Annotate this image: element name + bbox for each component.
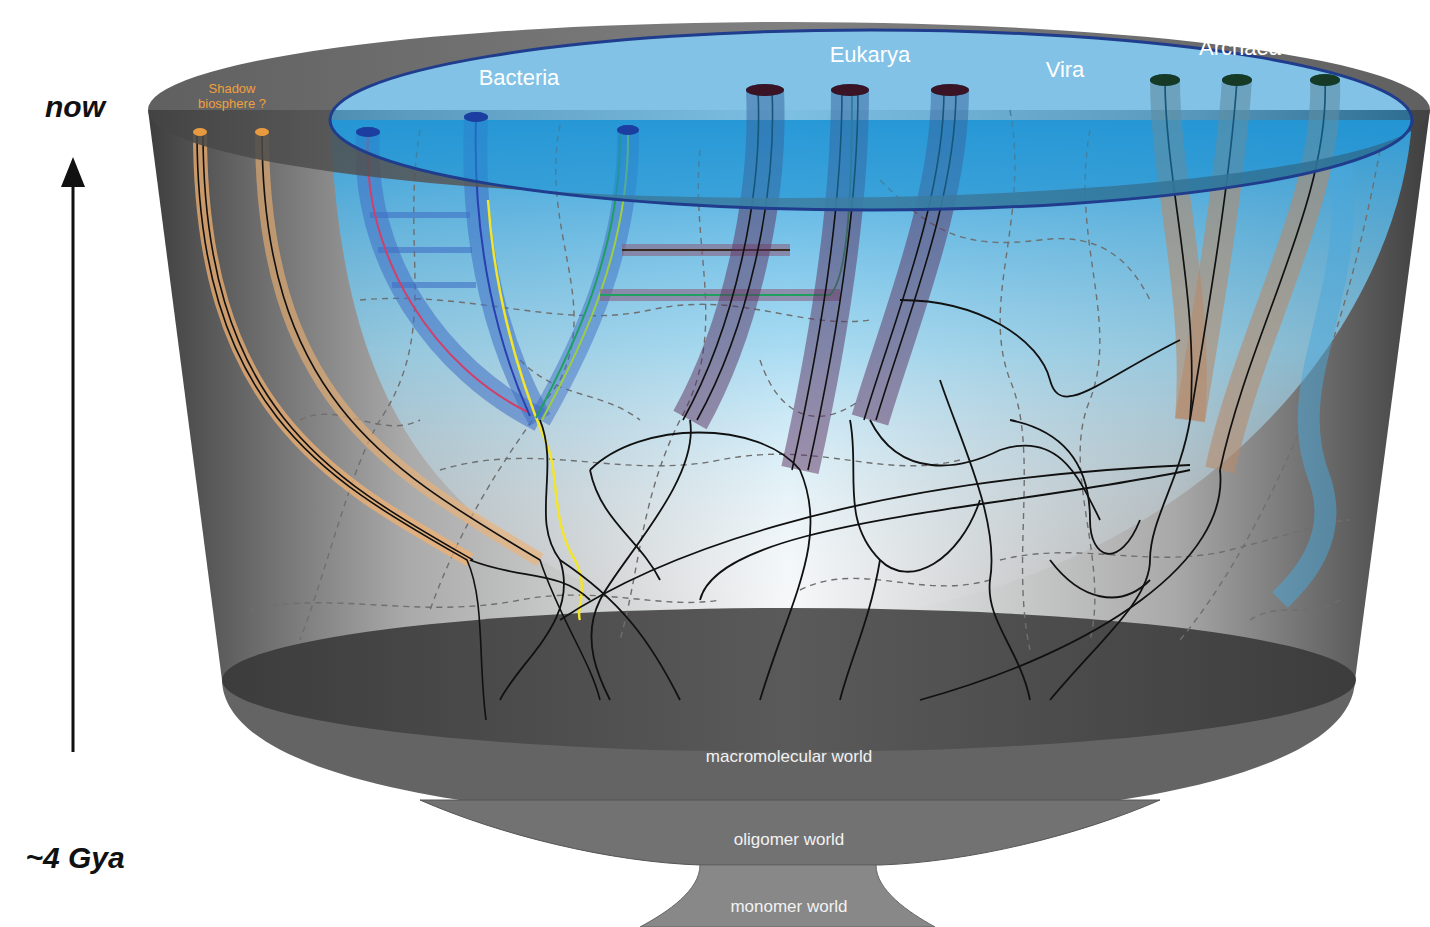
reticulate-lineages — [470, 300, 1221, 700]
domain-label: Bacteria — [479, 65, 560, 91]
time-label: now — [45, 90, 105, 124]
stage-label: oligomer world — [734, 830, 845, 850]
funnel-floor — [222, 608, 1356, 752]
stage-label: monomer world — [730, 897, 847, 917]
domain-label: Archaea — [1199, 35, 1281, 61]
present-surface — [330, 30, 1412, 210]
shadow-biosphere-lineages — [193, 128, 600, 720]
domain-label: Eukarya — [830, 42, 911, 68]
funnel-rim — [148, 22, 1430, 210]
time-label: ~4 Gya — [25, 841, 124, 875]
time-arrow — [72, 172, 75, 752]
stage-label: macromolecular world — [706, 747, 872, 767]
group-label: Shadow biosphere ? — [191, 82, 273, 112]
bacteria-lineages — [356, 112, 639, 700]
domain-label: Vira — [1046, 57, 1085, 83]
lineage-tips — [193, 74, 1340, 137]
